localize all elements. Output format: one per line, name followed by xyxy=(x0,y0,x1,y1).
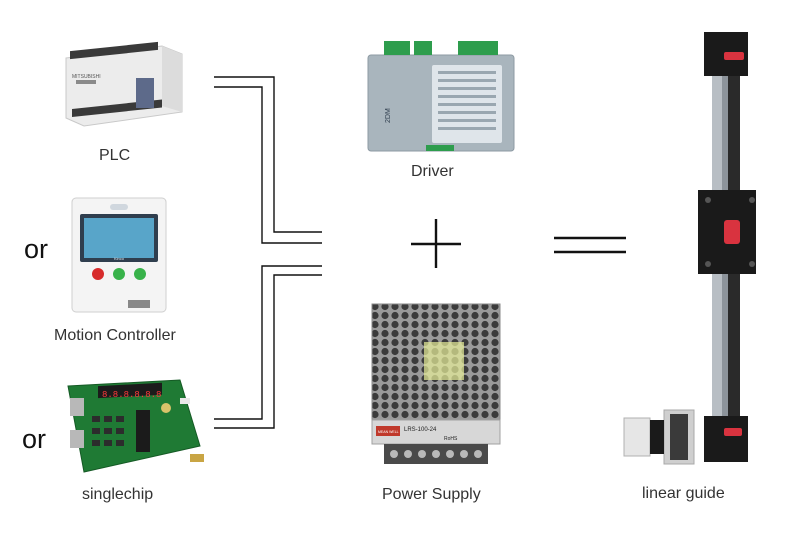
driver-label: Driver xyxy=(411,163,454,180)
power-supply-label: Power Supply xyxy=(382,486,481,503)
singlechip-label: singlechip xyxy=(82,486,154,503)
psu-model-text: LRS-100-24 xyxy=(404,427,437,433)
seven-segment-display: 8.8.8.8.8.8 xyxy=(102,390,161,400)
or-label-2: or xyxy=(22,424,47,454)
linear-guide-image xyxy=(623,32,756,465)
linear-guide-label: linear guide xyxy=(642,485,725,502)
power-supply-image: LRS-100-24 RoHS MEAN WELL xyxy=(371,303,501,464)
psu-brand-text: MEAN WELL xyxy=(378,430,399,434)
singlechip-wire-outer xyxy=(214,274,322,429)
plc-wire-inner xyxy=(214,86,322,244)
psu-rohs-text: RoHS xyxy=(444,436,458,442)
singlechip-image: 8.8.8.8.8.8 xyxy=(67,379,204,473)
or-label-1: or xyxy=(24,234,49,264)
plc-wire-outer xyxy=(214,76,322,233)
driver-image: 2DM xyxy=(367,41,515,152)
plc-label: PLC xyxy=(99,147,131,164)
controller-brand-text: Kinco xyxy=(114,256,125,261)
plc-image: MITSUBISHI xyxy=(65,41,183,127)
singlechip-wire-inner xyxy=(214,265,322,420)
driver-model-text: 2DM xyxy=(385,108,392,123)
motion-controller-image: Kinco xyxy=(71,197,167,313)
motion-controller-label: Motion Controller xyxy=(54,327,176,344)
plc-brand-text: MITSUBISHI xyxy=(72,74,101,80)
